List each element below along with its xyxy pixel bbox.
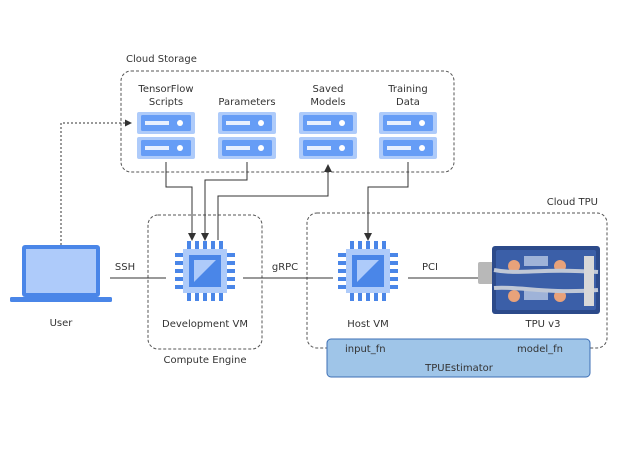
- data-to-host-vm-connector: [364, 162, 409, 241]
- server-unit-icon: [137, 137, 195, 159]
- server-unit-icon: [299, 137, 357, 159]
- server-unit-icon: [299, 112, 357, 134]
- development-vm-chip-icon: [175, 241, 235, 301]
- storage-label-models-line1: Saved: [313, 84, 344, 95]
- storage-label-scripts-line2: Scripts: [149, 97, 183, 108]
- dev-vm-to-models-connector: [217, 164, 332, 240]
- server-unit-icon: [379, 112, 437, 134]
- tpu-estimator-label: TPUEstimator: [424, 363, 494, 374]
- laptop-icon: [10, 245, 112, 302]
- parameters-to-dev-vm-connector: [201, 162, 248, 241]
- host-vm-label: Host VM: [347, 319, 388, 330]
- development-vm-label: Development VM: [162, 319, 248, 330]
- host-vm-chip-icon: [338, 241, 398, 301]
- storage-label-data-line2: Data: [396, 97, 420, 108]
- compute-engine-title: Compute Engine: [163, 355, 246, 366]
- storage-server-icons: [137, 112, 437, 159]
- pci-label: PCI: [422, 262, 438, 273]
- model-fn-label: model_fn: [517, 344, 563, 355]
- server-unit-icon: [218, 137, 276, 159]
- cloud-storage-group: [120, 70, 455, 173]
- tpu-v3-label: TPU v3: [525, 319, 561, 330]
- tpu-board-icon: [478, 246, 600, 314]
- input-fn-label: input_fn: [345, 344, 386, 355]
- server-unit-icon: [379, 137, 437, 159]
- storage-label-data-line1: Training: [387, 84, 427, 95]
- cloud-tpu-title: Cloud TPU: [547, 197, 598, 208]
- scripts-to-dev-vm-connector: [165, 162, 196, 241]
- grpc-label: gRPC: [272, 262, 298, 273]
- ssh-label: SSH: [115, 262, 135, 273]
- user-label: User: [50, 318, 74, 329]
- cloud-storage-title: Cloud Storage: [126, 54, 197, 65]
- storage-label-models-line2: Models: [310, 97, 345, 108]
- server-unit-icon: [218, 112, 276, 134]
- connectors: [60, 119, 480, 279]
- tpu-estimator-bar: [326, 338, 591, 378]
- storage-label-parameters: Parameters: [218, 97, 275, 108]
- storage-label-scripts-line1: TensorFlow: [137, 84, 193, 95]
- server-unit-icon: [137, 112, 195, 134]
- user-to-storage-connector: [60, 119, 132, 245]
